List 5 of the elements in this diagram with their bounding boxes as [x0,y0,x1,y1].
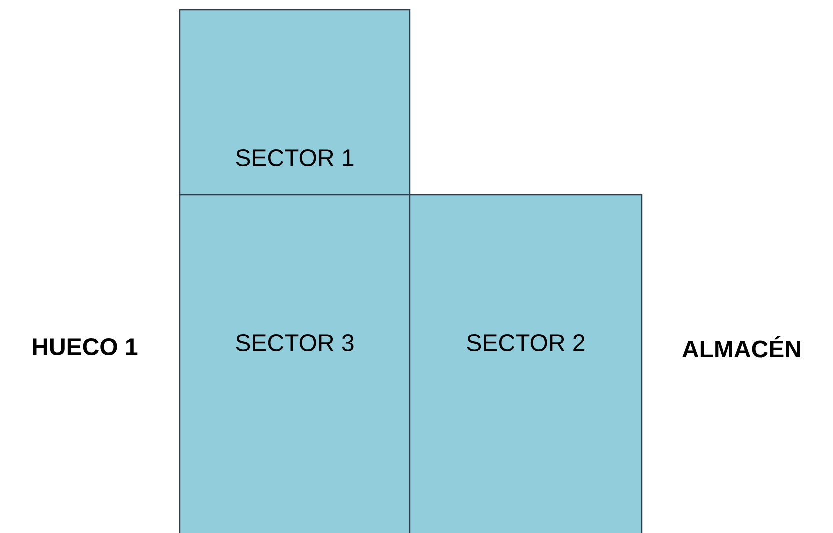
sector-box: SECTOR 1 [179,9,411,196]
sector-box: SECTOR 2 [409,194,643,533]
sector-box: SECTOR 3 [179,194,411,533]
side-label: HUECO 1 [33,338,138,356]
side-label: ALMACÉN [682,336,800,358]
